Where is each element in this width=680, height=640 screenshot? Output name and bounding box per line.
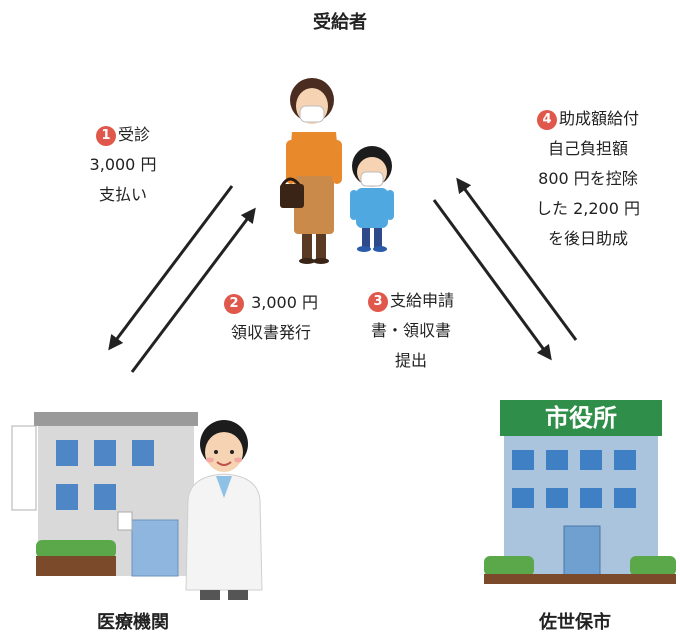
arrow-medical-to-recipient (130, 207, 256, 373)
step-1-badge: 1 (95, 126, 116, 146)
step-4-line-2: 自己負担額 (547, 139, 628, 158)
step-4-line-5: を後日助成 (547, 229, 628, 248)
step-2-badge: 2 (224, 294, 244, 314)
medical-institution-label: 医療機関 (97, 612, 169, 633)
step-2-line-2: 領収書発行 (230, 323, 311, 342)
step-2-line-1: 3,000 円 (251, 293, 318, 312)
step-3-line-3: 提出 (394, 351, 427, 370)
step-1-line-1: 受診 (117, 125, 150, 144)
step-1-line-3: 支払い (98, 185, 147, 204)
recipient-label: 受給者 (313, 12, 367, 33)
city-hall-icon: 市役所 (484, 400, 676, 584)
city-hall-sign: 市役所 (545, 404, 617, 432)
arrow-recipient-to-medical (108, 185, 234, 351)
step-4-line-3: 800 円を控除 (538, 169, 638, 188)
mother-mask-icon (280, 78, 342, 264)
city-label: 佐世保市 (539, 612, 611, 633)
step-3-line-2: 書・領収書 (370, 321, 451, 340)
step-4-line-4: した 2,200 円 (536, 199, 640, 218)
step-3-badge: 3 (367, 292, 388, 312)
doctor-icon (185, 420, 263, 600)
hospital-building-icon (11, 412, 198, 577)
child-mask-icon (350, 146, 394, 252)
step-2-text: 2 3,000 円 領収書発行 (196, 288, 346, 348)
step-4-badge: 4 (536, 110, 557, 130)
arrow-recipient-to-city (432, 199, 552, 361)
arrow-city-to-recipient (456, 177, 578, 341)
step-1-line-2: 3,000 円 (89, 155, 157, 174)
step-4-line-1: 助成額給付 (558, 109, 639, 128)
step-3-line-1: 支給申請 (389, 291, 454, 310)
